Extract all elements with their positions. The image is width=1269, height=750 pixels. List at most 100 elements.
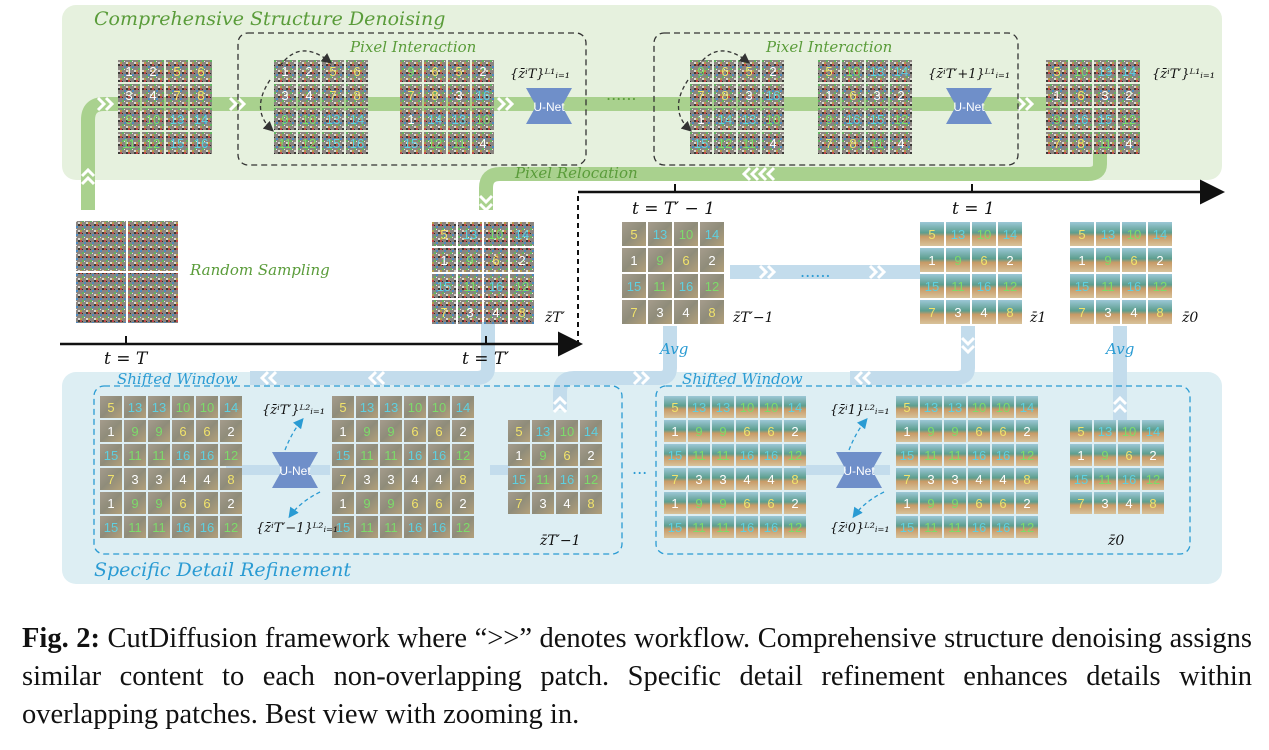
patch-cell: [842, 108, 864, 130]
patch-number: 7: [825, 136, 832, 151]
patch-number: 9: [927, 496, 934, 511]
patch-number: 3: [927, 472, 934, 487]
title-detail-refinement: Specific Detail Refinement: [94, 559, 351, 581]
patch-cell: [1122, 248, 1146, 272]
patch-number: 9: [1104, 253, 1111, 268]
patch-cell: [472, 84, 494, 106]
patch-number: 2: [459, 424, 466, 439]
patch-cell: [896, 444, 918, 466]
patch-number: 6: [179, 424, 186, 439]
patch-cell: [842, 132, 864, 154]
patch-cell: [100, 468, 122, 490]
patch-number: 9: [825, 112, 832, 127]
patch-cell: [332, 444, 354, 466]
patch-number: 11: [360, 448, 374, 463]
patch-number: 9: [719, 424, 726, 439]
patch-number: 2: [479, 64, 486, 79]
patch-number: 15: [627, 279, 641, 294]
patch-cell: [736, 516, 758, 538]
patch-number: 3: [455, 88, 462, 103]
patch-number: 13: [948, 400, 962, 415]
patch-number: 15: [900, 520, 914, 535]
patch-cell: [432, 300, 456, 324]
patch-number: 4: [897, 136, 904, 151]
patch-cell: [946, 222, 970, 246]
patch-cell: [556, 468, 578, 490]
patch-number: 3: [131, 472, 138, 487]
patch-number: 7: [1053, 136, 1060, 151]
patch-number: 12: [788, 520, 802, 535]
patch-number: 8: [518, 305, 525, 320]
patch-cell: [1094, 444, 1116, 466]
patch-cell: [664, 396, 686, 418]
patch-number: 8: [849, 136, 856, 151]
patch-number: 14: [1153, 227, 1167, 242]
patch-cell: [762, 60, 784, 82]
dashed-curve-1: [279, 50, 333, 67]
patch-number: 6: [1130, 253, 1137, 268]
label-z-1: z̄1: [1029, 310, 1046, 326]
patch-cell: [196, 516, 218, 538]
patch-number: 1: [671, 496, 678, 511]
patch-cell: [220, 396, 242, 418]
patch-cell: [1122, 222, 1146, 246]
patch-cell: [688, 396, 710, 418]
patch-cell: [712, 444, 734, 466]
patch-number: 13: [536, 424, 550, 439]
patch-number: 9: [387, 496, 394, 511]
patch-number: 9: [155, 424, 162, 439]
patch-number: 1: [407, 112, 414, 127]
patch-cell: [998, 300, 1022, 324]
label-z-Tprime: z̄T′: [544, 310, 566, 326]
patch-cell: [896, 492, 918, 514]
patch-cell: [346, 132, 368, 154]
patch-number: 11: [742, 136, 756, 151]
patch-number: 12: [584, 472, 598, 487]
patch-cell: [992, 492, 1014, 514]
patch-cell: [1118, 60, 1140, 82]
patch-number: 11: [122, 136, 136, 151]
patch-number: 2: [1023, 424, 1030, 439]
patch-cell: [166, 84, 188, 106]
unet-block-2: U-Net: [946, 88, 992, 124]
patch-cell: [148, 516, 170, 538]
patch-number: 7: [630, 305, 637, 320]
patch-cell: [196, 492, 218, 514]
patch-number: 15: [870, 112, 884, 127]
patch-number: 12: [302, 136, 316, 151]
patch-number: 16: [764, 448, 778, 463]
patch-cell: [1070, 248, 1094, 272]
patch-number: 9: [131, 496, 138, 511]
patch-cell: [688, 492, 710, 514]
patch-cell: [700, 248, 724, 272]
patch-cell: [688, 468, 710, 490]
patch-cell: [1094, 108, 1116, 130]
patch-number: 5: [515, 424, 522, 439]
patch-number: 16: [432, 520, 446, 535]
patch-number: 11: [692, 448, 706, 463]
patch-cell: [510, 248, 534, 272]
patch-number: 7: [329, 88, 336, 103]
patch-cell: [700, 300, 724, 324]
patch-cell: [944, 420, 966, 442]
patch-cell: [190, 132, 212, 154]
patch-number: 9: [951, 424, 958, 439]
patch-number: 16: [176, 448, 190, 463]
patch-number: 9: [125, 112, 132, 127]
patch-cell: [1016, 420, 1038, 442]
patch-cell: [1070, 84, 1092, 106]
patch-cell: [946, 300, 970, 324]
patch-number: 14: [1003, 227, 1017, 242]
patch-cell: [920, 468, 942, 490]
patch-cell: [920, 396, 942, 418]
patch-cell: [972, 274, 996, 298]
patch-cell: [968, 516, 990, 538]
patch-number: 16: [194, 136, 208, 151]
patch-cell: [992, 468, 1014, 490]
patch-cell: [166, 132, 188, 154]
patch-cell: [1148, 222, 1172, 246]
patch-number: 8: [459, 472, 466, 487]
